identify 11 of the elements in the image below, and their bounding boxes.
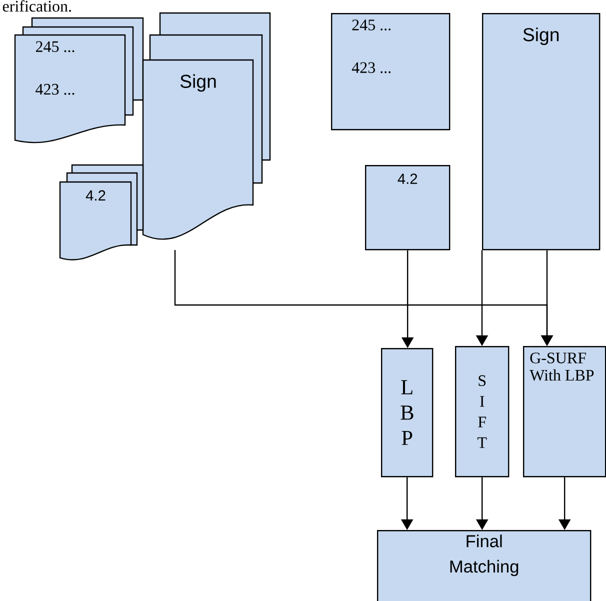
process-box: G-SURF With LBP	[523, 346, 606, 478]
process-box: S I F T	[455, 346, 510, 478]
process-box: Final Matching	[377, 530, 592, 601]
document-stack: 245 ... 423 ...	[14, 17, 144, 144]
document-stack: 4.2	[59, 164, 144, 260]
caption-text: erification.	[2, 0, 71, 12]
process-box: 4.2	[365, 165, 450, 250]
process-box: Sign	[482, 13, 600, 250]
document-stack: Sign	[142, 12, 271, 240]
process-box: 245 ... 423 ...	[331, 13, 450, 130]
process-box: L B P	[381, 348, 434, 478]
